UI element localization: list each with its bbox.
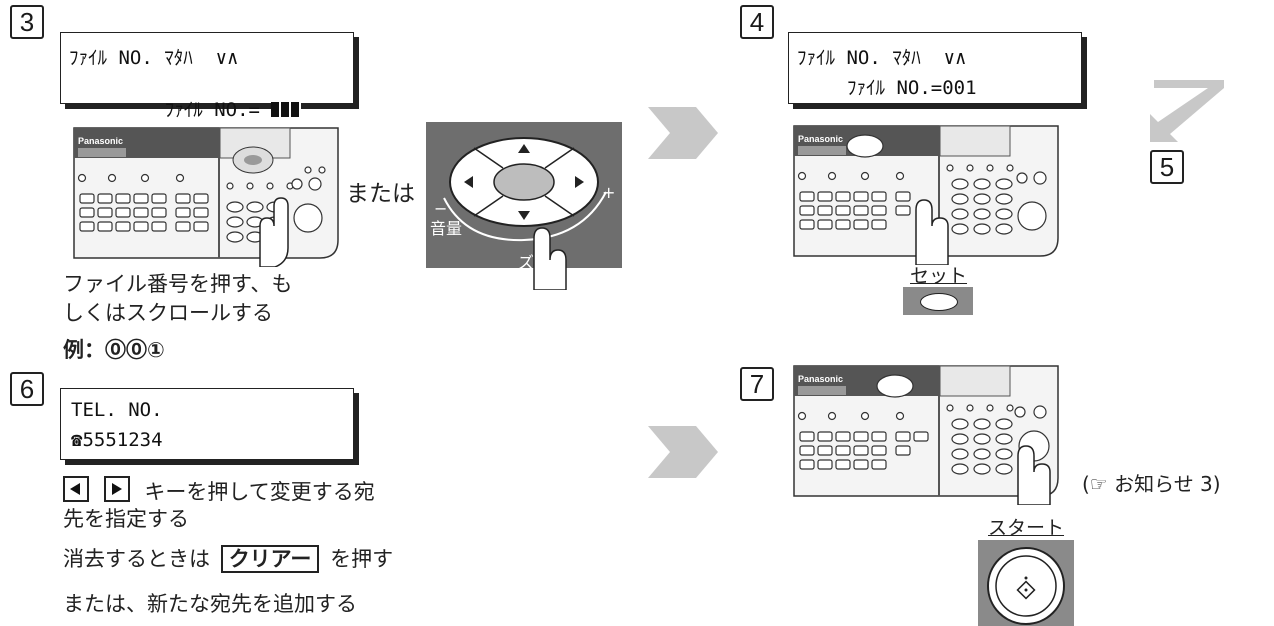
step-6-number: 6 [10, 372, 44, 406]
step-7-number: 7 [740, 367, 774, 401]
scroll-key-panel: − + 音量 ズーム [426, 122, 622, 290]
hand-icon [1017, 445, 1051, 505]
next-arrow-icon-2 [648, 426, 718, 478]
panel-brand: Panasonic [798, 374, 843, 384]
step6-line3: 消去するときは クリアー を押す [63, 545, 393, 574]
step-5-number: 5 [1150, 150, 1184, 184]
lcd-line1: ﾌｧｲﾙ NO. ﾏﾀﾊ ∨∧ [797, 47, 967, 69]
lcd-display-step4: ﾌｧｲﾙ NO. ﾏﾀﾊ ∨∧ ﾌｧｲﾙ NO.=001 [788, 32, 1082, 104]
step6-line4: または、新たな宛先を追加する [63, 592, 357, 616]
or-label: または [346, 181, 415, 207]
curved-arrow-icon [1150, 80, 1224, 142]
volume-label: 音量 [430, 219, 462, 238]
control-panel-step7: Panasonic [793, 365, 1059, 505]
step6-line3-post: を押す [330, 547, 394, 571]
lcd-line1: TEL. NO. [71, 399, 163, 421]
step6-line1: キーを押して変更する宛 [63, 476, 375, 507]
right-arrow-icon [575, 176, 584, 188]
lcd-line2-text: ﾌｧｲﾙ NO.= [164, 99, 272, 121]
plus-label: + [602, 183, 615, 202]
set-key-button[interactable] [903, 287, 973, 315]
lcd-display-step6: TEL. NO. ☎5551234 [60, 388, 354, 460]
step6-line2: 先を指定する [63, 507, 189, 531]
next-arrow-icon [648, 107, 718, 159]
lcd-line2: ﾌｧｲﾙ NO.= [119, 73, 302, 144]
panel-brand: Panasonic [78, 136, 123, 146]
left-triangle-icon [70, 483, 80, 495]
up-arrow-icon [518, 144, 530, 153]
step-4-number: 4 [740, 5, 774, 39]
left-key-button[interactable] [63, 476, 89, 502]
left-arrow-icon [464, 176, 473, 188]
lcd-display-step3: ﾌｧｲﾙ NO. ﾏﾀﾊ ∨∧ ﾌｧｲﾙ NO.= [60, 32, 354, 121]
down-arrow-icon [518, 211, 530, 220]
minus-label: − [434, 199, 447, 218]
step3-caption-line2: しくはスクロールする [63, 301, 273, 325]
set-key-oval-icon [920, 293, 958, 311]
start-diamond-icon [1016, 576, 1036, 600]
panel-brand: Panasonic [798, 134, 843, 144]
step6-line3-pre: 消去するときは [63, 547, 210, 571]
right-triangle-icon [111, 483, 122, 495]
control-panel-step3: Panasonic [73, 127, 339, 267]
lcd-line2: ﾌｧｲﾙ NO.=001 [847, 77, 977, 99]
set-label: セット [910, 265, 968, 287]
lcd-line1: ﾌｧｲﾙ NO. ﾏﾀﾊ ∨∧ [69, 47, 239, 69]
right-key-button[interactable] [103, 476, 130, 502]
start-key-button[interactable] [978, 540, 1074, 626]
step6-line1-text: キーを押して変更する宛 [144, 480, 375, 504]
lcd-line2: ☎5551234 [71, 429, 163, 451]
start-label: スタート [988, 517, 1065, 539]
hand-icon [915, 199, 949, 265]
cursor-block-icon [271, 102, 302, 117]
control-panel-step4: Panasonic [793, 125, 1059, 265]
step3-caption-line1: ファイル番号を押す、も [63, 272, 293, 296]
hand-icon [259, 197, 289, 267]
step3-example: 例：⓪⓪① [63, 338, 165, 362]
step7-note: (☞ お知らせ 3) [1082, 472, 1221, 496]
hand-icon [533, 227, 567, 290]
step-3-number: 3 [10, 5, 44, 39]
clear-key-button[interactable]: クリアー [220, 545, 320, 573]
